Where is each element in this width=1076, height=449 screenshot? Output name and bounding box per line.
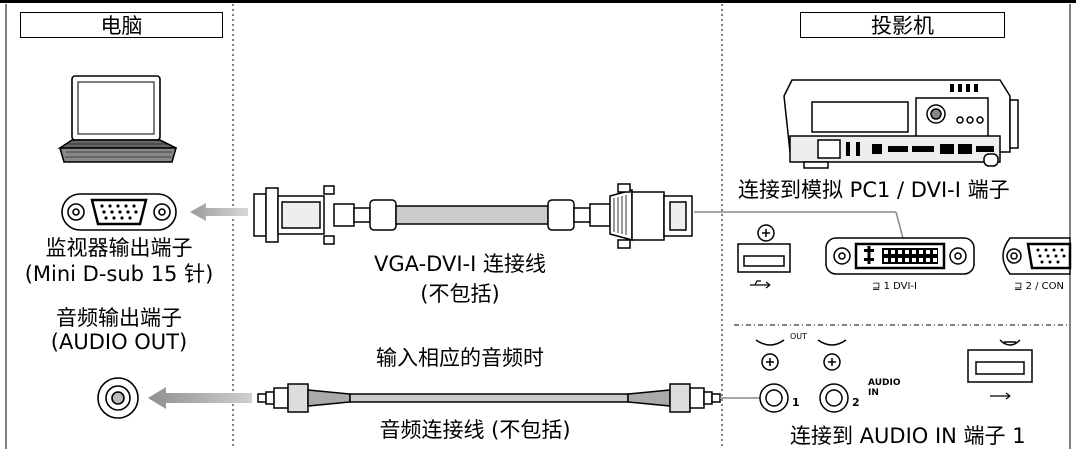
monitor-icon: ⊒ xyxy=(872,281,884,292)
monitor-out-sublabel: (Mini D-sub 15 针) xyxy=(24,262,214,286)
monitor-icon: ⊒ xyxy=(1014,281,1026,292)
audio-in-jack-icon xyxy=(755,339,849,413)
audio-cable-label: 音频连接线 (不包括) xyxy=(379,418,571,442)
audio-out-panel-label: OUT xyxy=(790,332,808,341)
audio-in-number-1: 1 xyxy=(792,396,800,409)
audio-cable-icon xyxy=(257,383,721,413)
audio-out-sublabel: (AUDIO OUT) xyxy=(50,330,188,354)
computer-title: 电脑 xyxy=(20,12,223,38)
audio-in-number-2: 2 xyxy=(852,396,860,409)
dvi-port-icon xyxy=(825,237,975,275)
com-port-label: ⊒ 2 / CON xyxy=(1014,281,1064,292)
arrow-left-icon xyxy=(190,203,248,221)
arrow-left-icon xyxy=(148,387,252,409)
vga-in-port-icon xyxy=(1002,237,1072,275)
usb-port-icon xyxy=(737,224,791,289)
audio-in-panel-label: AUDIO IN xyxy=(868,378,901,398)
audio-input-note: 输入相应的音频时 xyxy=(376,346,544,370)
vga-dvi-cable-icon xyxy=(253,183,693,249)
vga-cable-note: (不包括) xyxy=(420,282,500,306)
projector-title: 投影机 xyxy=(800,12,1005,38)
dvi-port-label: ⊒ 1 DVI-I xyxy=(872,281,917,292)
usb-port-icon xyxy=(967,339,1033,400)
connect-pc1-label: 连接到模拟 PC1 / DVI-I 端子 xyxy=(738,178,1010,202)
audio-jack-icon xyxy=(97,377,139,419)
connect-audio-in-label: 连接到 AUDIO IN 端子 1 xyxy=(790,424,1026,448)
vga-port-icon xyxy=(61,193,177,231)
audio-out-label: 音频输出端子 xyxy=(56,306,182,330)
vga-cable-label: VGA-DVI-I 连接线 xyxy=(374,252,546,276)
monitor-out-label: 监视器输出端子 xyxy=(45,236,193,260)
projector-icon xyxy=(783,79,1019,169)
laptop-icon xyxy=(57,75,178,163)
